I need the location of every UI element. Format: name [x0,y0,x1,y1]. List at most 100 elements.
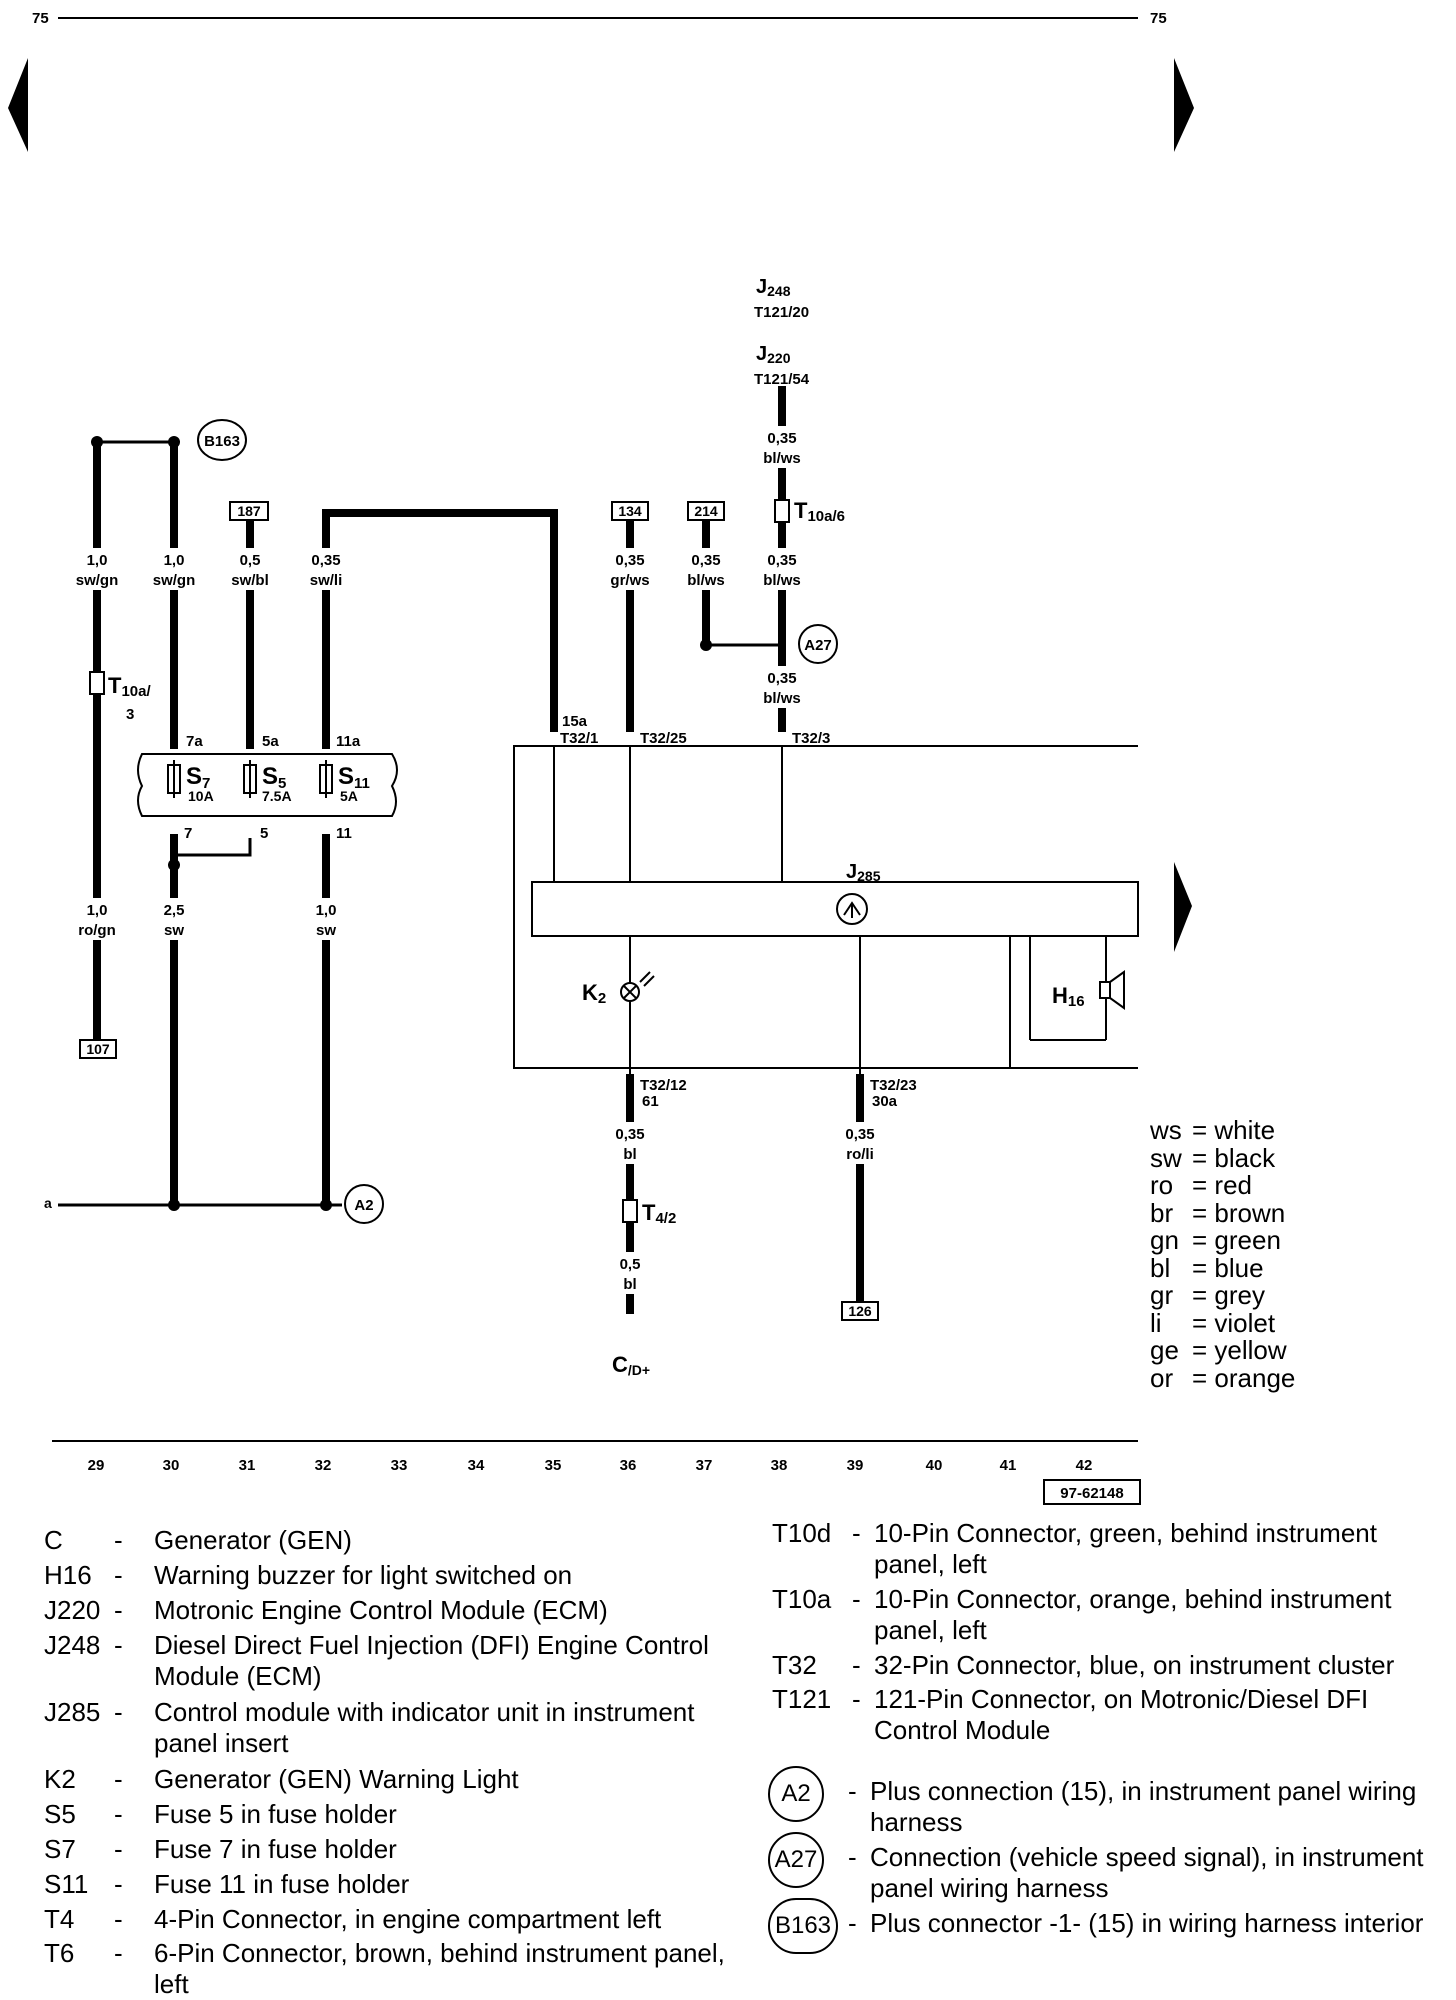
grid-number: 32 [315,1457,332,1474]
j285-module [531,881,1139,937]
legend-item: S11-Fuse 11 in fuse holder [44,1869,410,1899]
legend-item: C-Generator (GEN) [44,1525,352,1555]
wire-label-size: 0,35 [845,1126,874,1143]
wire-label-size: 0,35 [767,430,796,447]
color-key-row: ws= white [1150,1115,1276,1145]
next-page-arrow-top[interactable] [1174,58,1194,152]
legend-item: -Plus connection (15), in instrument pan… [848,1776,1417,1837]
fuse-s11-rating: 5A [340,788,358,804]
grid-number: 40 [926,1457,943,1474]
k2-label: K2 [582,980,606,1007]
ref-107-box [79,1039,117,1059]
page-number-left: 75 [32,10,49,27]
prev-page-arrow[interactable] [8,58,28,152]
fuse-s5-rating: 7.5A [262,788,292,804]
instrument-cluster-box [513,745,1138,1069]
legend-item: -Connection (vehicle speed signal), in i… [848,1842,1424,1903]
ref-134-box [611,501,649,521]
wire-label-color: bl [623,1146,636,1163]
legend-item: -Plus connector -1- (15) in wiring harne… [848,1908,1424,1938]
wire-label-color: sw [164,922,184,939]
t32-3-label: T32/3 [792,730,830,747]
grid-number: 31 [239,1457,256,1474]
wire-label-color: sw/bl [231,572,269,589]
b163-circle [197,419,247,461]
label-a: a [44,1195,52,1211]
legend-item: J220-Motronic Engine Control Module (ECM… [44,1595,608,1625]
wire-label-color: bl/ws [763,690,801,707]
a27-legend-circle: A27 [768,1832,824,1888]
t10a6-pin [774,499,790,523]
ref-126: 126 [848,1303,872,1319]
color-key-row: ge= yellow [1150,1335,1287,1365]
grid-number: 35 [545,1457,562,1474]
c-dplus-label: C/D+ [612,1352,650,1378]
color-key-row: br= brown [1150,1197,1286,1228]
legend-item: H16-Warning buzzer for light switched on [44,1560,573,1590]
color-key-row: gr= grey [1150,1280,1265,1310]
wire-label-size: 0,5 [620,1256,641,1273]
color-key-row: sw= black [1150,1142,1276,1173]
grid-number: 36 [620,1457,637,1474]
j248-label: J248 [756,276,791,299]
color-key-row: bl= blue [1150,1252,1264,1283]
ref-187: 187 [237,503,261,519]
legend-item: J248-Diesel Direct Fuel Injection (DFI) … [44,1630,709,1691]
t4-2-pin [622,1199,638,1223]
legend-item: T4-4-Pin Connector, in engine compartmen… [44,1904,662,1934]
a2-circle [344,1184,384,1224]
wire-label-size: 0,35 [615,552,644,569]
wire-label-size: 0,35 [767,552,796,569]
legend-item: T32-32-Pin Connector, blue, on instrumen… [772,1650,1395,1680]
grid-number: 30 [163,1457,180,1474]
b163-legend-circle: B163 [768,1898,838,1954]
t10a6-label: T10a/6 [794,498,845,525]
wire-label-color: bl/ws [763,450,801,467]
legend-item: J285-Control module with indicator unit … [44,1697,695,1758]
a2-legend-circle: A2 [768,1766,824,1822]
grid-number: 39 [847,1457,864,1474]
t32-25-label: T32/25 [640,730,687,747]
wire-label-color: gr/ws [610,572,649,589]
fuse-s5-out: 5 [260,825,268,842]
wire-label-color: bl [623,1276,636,1293]
j220-label: J220 [756,343,791,366]
ref-107: 107 [86,1041,110,1057]
legend-item: T121-121-Pin Connector, on Motronic/Dies… [772,1684,1369,1745]
wire-label-color: sw/gn [153,572,196,589]
h16-buzzer-icon [1099,970,1125,1010]
t10a3-pin [89,671,105,695]
grid-number: 33 [391,1457,408,1474]
grid-number: 38 [771,1457,788,1474]
wire-label-color: ro/gn [78,922,116,939]
t10a3-label-a: T10a/ [108,673,151,700]
grid-number: 29 [88,1457,105,1474]
t4-2-label: T4/2 [642,1200,676,1227]
wire-label-color: bl/ws [687,572,725,589]
wire-label-size: 2,5 [164,902,185,919]
fuse-s7-out: 7 [184,825,192,842]
legend-item: S5-Fuse 5 in fuse holder [44,1799,397,1829]
color-key-row: ro= red [1150,1170,1252,1200]
fuse-s5-in: 5a [262,733,279,750]
wire-label-size: 0,35 [615,1126,644,1143]
t32-1-label: T32/1 [560,730,598,747]
t32-1-sub: 15a [562,713,588,730]
color-key: ws= white sw= black ro= red br= brown gn… [1150,1115,1295,1392]
legend-item: K2-Generator (GEN) Warning Light [44,1764,519,1794]
wire-label-color: sw/li [310,572,343,589]
wire-label-size: 0,5 [240,552,261,569]
legend-item: S7-Fuse 7 in fuse holder [44,1834,397,1864]
t32-23-sub: 30a [872,1093,898,1110]
grid-number: 41 [1000,1457,1017,1474]
fuse-s7-rating: 10A [188,788,214,804]
ref-134: 134 [618,503,642,519]
ref-187-box [229,501,269,521]
next-page-arrow-mid[interactable] [1174,862,1192,952]
color-key-row: gn= green [1150,1225,1281,1255]
a27-label: A27 [804,637,832,654]
wire-label-color: bl/ws [763,572,801,589]
figure-id-box [1043,1479,1141,1505]
wire-label-size: 0,35 [691,552,720,569]
